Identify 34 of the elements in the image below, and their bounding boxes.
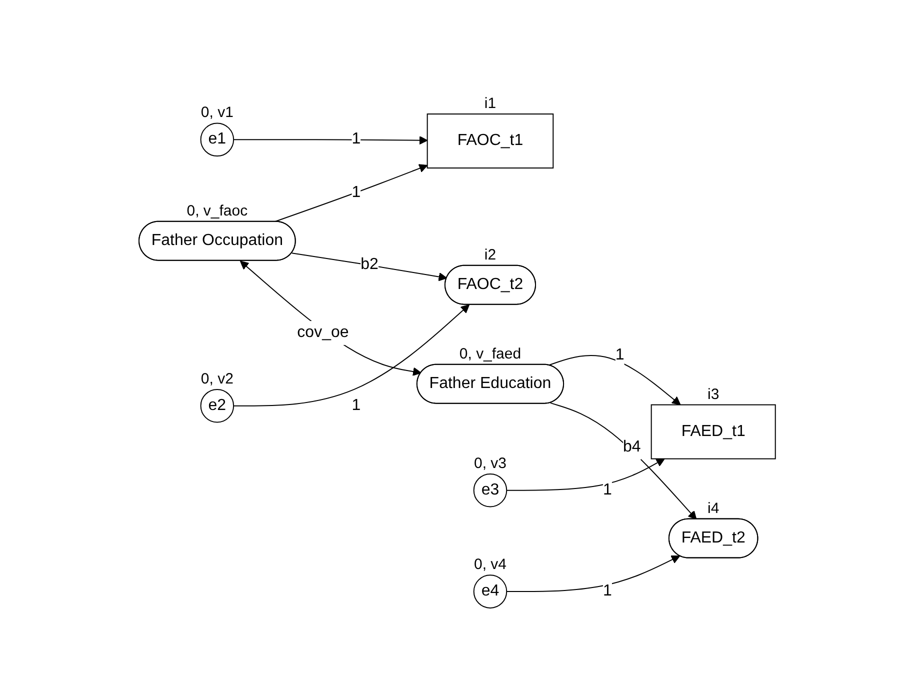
node-annotation: i4 bbox=[707, 500, 719, 517]
arrow bbox=[232, 304, 470, 406]
node-box: FAOC_t1 bbox=[426, 114, 554, 169]
node-annotation: 0, v3 bbox=[474, 454, 506, 472]
node-annotation: 0, v4 bbox=[474, 556, 506, 574]
edge-label: 1 bbox=[602, 481, 612, 498]
edge-label: cov_oe bbox=[296, 324, 349, 342]
arrow bbox=[274, 164, 428, 222]
node-annotation: 0, v_faoc bbox=[186, 202, 248, 220]
arrow bbox=[232, 136, 428, 145]
edge-label: 1 bbox=[352, 184, 360, 201]
arrow bbox=[506, 458, 665, 491]
node-annotation: i3 bbox=[707, 386, 719, 403]
node-annotation: i2 bbox=[484, 246, 496, 264]
node-box: FAED_t1 bbox=[650, 404, 776, 460]
node-circle: e4 bbox=[473, 574, 507, 608]
node-annotation: 0, v1 bbox=[200, 104, 234, 122]
arrow bbox=[506, 556, 680, 592]
arrow bbox=[550, 402, 697, 520]
node-annotation: 0, v_faed bbox=[459, 345, 521, 362]
arrow bbox=[240, 260, 422, 376]
edge-label: 1 bbox=[602, 582, 612, 600]
node-annotation: 0, v2 bbox=[200, 370, 234, 388]
node-circle: e2 bbox=[200, 388, 234, 423]
edge-label: 1 bbox=[352, 396, 360, 414]
node-circle: e1 bbox=[200, 122, 234, 157]
node-annotation: i1 bbox=[484, 95, 496, 112]
arrow bbox=[291, 252, 448, 282]
arrow bbox=[548, 355, 681, 406]
edge-label: 1 bbox=[352, 130, 360, 148]
edge-label: 1 bbox=[615, 346, 624, 364]
edge-label: b4 bbox=[622, 438, 641, 456]
edge-label: b2 bbox=[360, 256, 378, 274]
node-circle: e3 bbox=[473, 473, 507, 508]
